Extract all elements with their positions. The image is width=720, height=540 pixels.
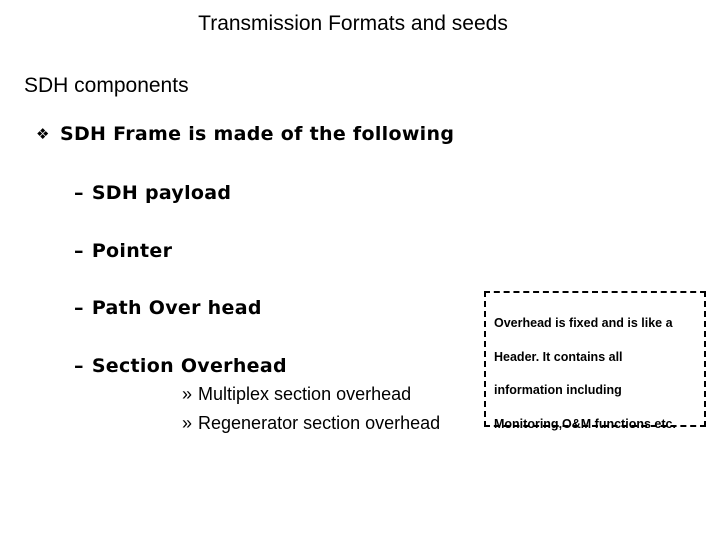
main-bullet: ❖ SDH Frame is made of the following [36, 123, 454, 145]
main-bullet-text: SDH Frame is made of the following [60, 123, 455, 145]
dash-marker: – [74, 355, 84, 377]
list-item-text: Pointer [91, 240, 173, 262]
slide-title: Transmission Formats and seeds [198, 12, 508, 35]
callout-line: information including [494, 383, 622, 397]
chevron-right-icon: » [182, 384, 193, 404]
list-item-sdh-payload: –SDH payload [74, 182, 231, 204]
sub-item-multiplex: »Multiplex section overhead [182, 384, 411, 405]
list-item-pointer: –Pointer [74, 240, 172, 262]
slide-subtitle: SDH components [24, 74, 189, 97]
sub-item-regenerator: »Regenerator section overhead [182, 413, 440, 434]
dash-marker: – [74, 182, 84, 204]
overhead-callout-box: Overhead is fixed and is like a Header. … [484, 291, 706, 431]
diamond-bullet-icon: ❖ [36, 125, 50, 143]
callout-line: Monitoring,O&M functions etc. [494, 416, 676, 431]
list-item-path-overhead: –Path Over head [74, 297, 262, 319]
list-item-section-overhead: –Section Overhead [74, 355, 287, 377]
callout-line: Header. It contains all [494, 349, 623, 364]
list-item-text: Section Overhead [91, 355, 287, 377]
list-item-text: SDH payload [91, 182, 232, 204]
list-item-text: Path Over head [91, 297, 262, 319]
callout-line: Overhead is fixed and is like a [494, 316, 673, 330]
sub-item-text: Regenerator section overhead [198, 413, 441, 433]
dash-marker: – [74, 240, 84, 262]
sub-item-text: Multiplex section overhead [198, 384, 412, 404]
chevron-right-icon: » [182, 413, 193, 433]
dash-marker: – [74, 297, 84, 319]
